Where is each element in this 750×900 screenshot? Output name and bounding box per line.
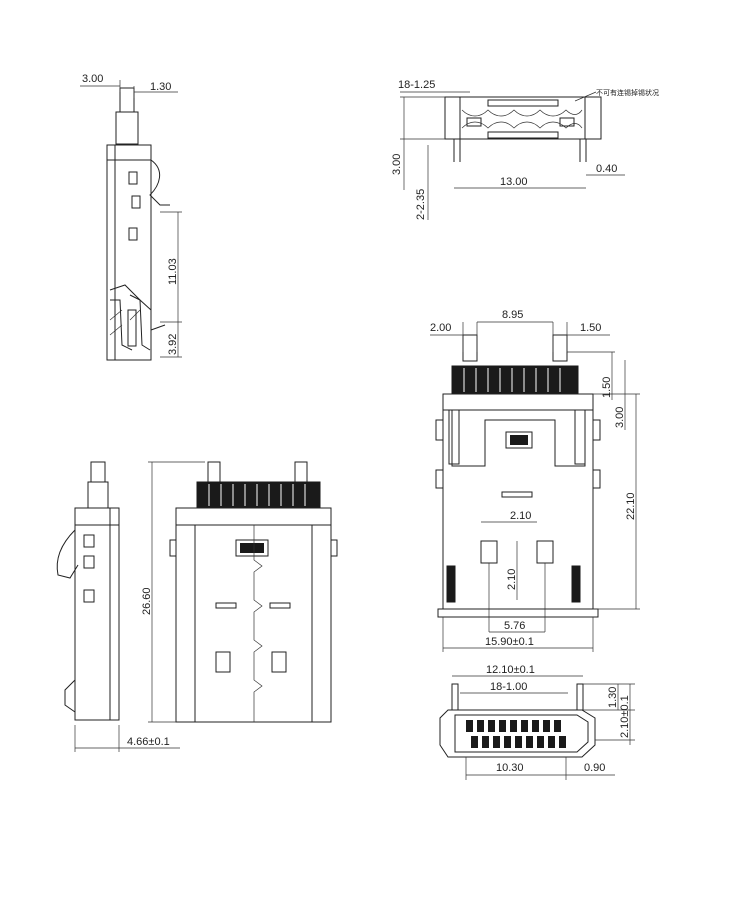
dim-pcb-h: 3.00 bbox=[391, 154, 403, 175]
pcb-note: 不可有连锡掉锡状况 bbox=[596, 88, 659, 97]
dim-side-top-w: 3.00 bbox=[82, 73, 103, 85]
dim-top-sq-h: 2.10 bbox=[506, 569, 518, 590]
dim-side-top-h2: 3.92 bbox=[167, 334, 179, 355]
dim-top-r2: 3.00 bbox=[614, 407, 626, 428]
dim-end-h2: 2.10±0.1 bbox=[619, 695, 631, 738]
dim-end-h1: 1.30 bbox=[607, 687, 619, 708]
side-view-bottom: 4.66±0.1 bbox=[56, 461, 180, 752]
dim-side-depth: 4.66±0.1 bbox=[127, 736, 170, 748]
dim-top-total: 22.10 bbox=[625, 492, 637, 520]
top-view: 2.00 8.95 1.50 1.50 3.00 22.10 2.10 2.10… bbox=[430, 309, 640, 652]
pcb-view: 18-1.25 不可有连锡掉锡状况 3.00 2-2.35 13.00 0.40 bbox=[391, 79, 659, 220]
dim-top-left: 2.00 bbox=[430, 322, 451, 334]
dim-pcb-pitch: 18-1.25 bbox=[398, 79, 435, 91]
dim-side-top-h1: 11.03 bbox=[167, 258, 179, 285]
end-view: 12.10±0.1 18-1.00 1.30 2.10±0.1 10.30 0.… bbox=[439, 664, 635, 780]
dim-pcb-edge: 0.40 bbox=[596, 163, 617, 175]
dim-pcb-hole: 2-2.35 bbox=[415, 189, 427, 220]
dim-top-span: 8.95 bbox=[502, 309, 523, 321]
dim-pcb-w: 13.00 bbox=[500, 176, 528, 188]
dim-end-bottom: 10.30 bbox=[496, 762, 524, 774]
dim-top-right: 1.50 bbox=[580, 322, 601, 334]
dim-top-sq-w: 2.10 bbox=[510, 510, 531, 522]
dim-top-r1: 1.50 bbox=[601, 377, 613, 398]
dim-side-top-pin: 1.30 bbox=[150, 81, 171, 93]
dim-end-edge: 0.90 bbox=[584, 762, 605, 774]
dim-top-sq-gap: 5.76 bbox=[504, 620, 525, 632]
dim-end-w: 12.10±0.1 bbox=[486, 664, 535, 676]
front-view: 26.60 bbox=[141, 461, 338, 723]
dim-top-width: 15.90±0.1 bbox=[485, 636, 534, 648]
dim-end-pitch: 18-1.00 bbox=[490, 681, 527, 693]
dim-front-height: 26.60 bbox=[141, 587, 153, 615]
side-view-top: 3.00 1.30 11.03 3.92 bbox=[80, 73, 182, 361]
